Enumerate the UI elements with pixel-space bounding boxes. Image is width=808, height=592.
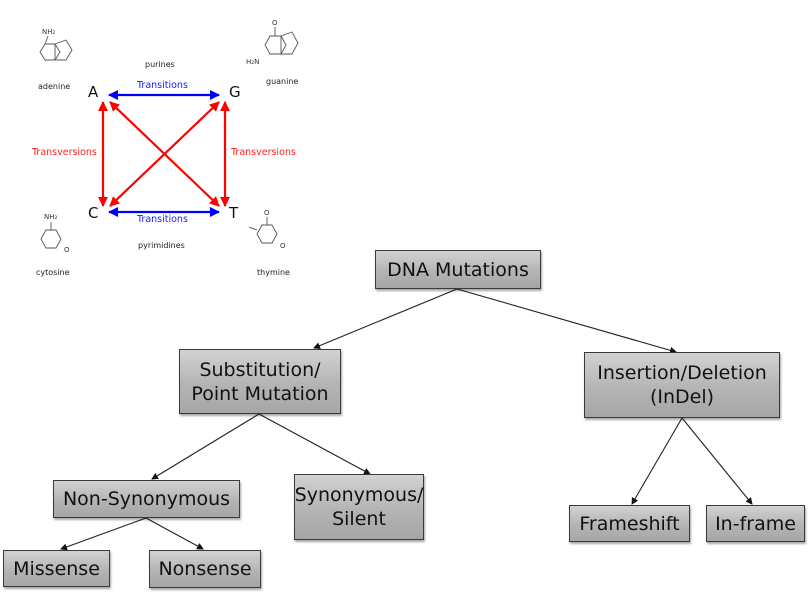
edge-nonsyn-nonsense — [145, 517, 204, 550]
svg-text:NH₂: NH₂ — [42, 28, 56, 36]
thymine-structure-icon: O O — [248, 209, 286, 250]
edge-root-indel — [456, 288, 677, 354]
edge-root-substitution — [313, 288, 458, 349]
node-dna-mutations: DNA Mutations — [375, 250, 541, 289]
svg-text:H₂N: H₂N — [246, 58, 259, 66]
edge-nonsyn-missense — [60, 517, 147, 551]
transitions-label-top: Transitions — [137, 80, 188, 91]
node-in-frame: In-frame — [706, 505, 805, 542]
edge-indel-frameshift — [631, 417, 683, 505]
guanine-structure-icon: O H₂N — [246, 19, 299, 66]
pyrimidines-label: pyrimidines — [138, 241, 185, 250]
base-g: G — [229, 83, 241, 101]
node-missense: Missense — [3, 550, 110, 587]
base-c: C — [88, 204, 99, 222]
base-t: T — [229, 204, 239, 222]
node-synonymous: Synonymous/ Silent — [294, 474, 424, 540]
guanine-label: guanine — [266, 77, 299, 86]
svg-text:O: O — [64, 246, 70, 254]
node-nonsense: Nonsense — [149, 550, 261, 588]
node-substitution: Substitution/ Point Mutation — [179, 349, 341, 414]
transversions-label-right: Transversions — [231, 147, 296, 158]
node-indel: Insertion/Deletion (InDel) — [584, 352, 780, 418]
adenine-structure-icon: NH₂ — [39, 28, 73, 61]
cytosine-label: cytosine — [36, 268, 70, 277]
edge-substitution-nonsyn — [151, 413, 260, 480]
node-non-synonymous: Non-Synonymous — [53, 480, 240, 518]
base-a: A — [88, 83, 99, 101]
svg-text:O: O — [280, 242, 286, 250]
edge-substitution-syn — [258, 413, 371, 475]
svg-text:O: O — [272, 19, 278, 27]
transversion-arrow-g-c — [109, 101, 220, 207]
transitions-label-bottom: Transitions — [137, 214, 188, 225]
purines-label: purines — [145, 60, 175, 69]
node-frameshift: Frameshift — [569, 505, 690, 542]
svg-text:NH₂: NH₂ — [44, 213, 58, 221]
thymine-label: thymine — [257, 268, 290, 277]
transversions-label-left: Transversions — [32, 147, 97, 158]
edge-indel-inframe — [681, 417, 753, 505]
svg-text:O: O — [264, 209, 270, 217]
adenine-label: adenine — [38, 82, 71, 91]
cytosine-structure-icon: NH₂ O — [40, 213, 70, 254]
